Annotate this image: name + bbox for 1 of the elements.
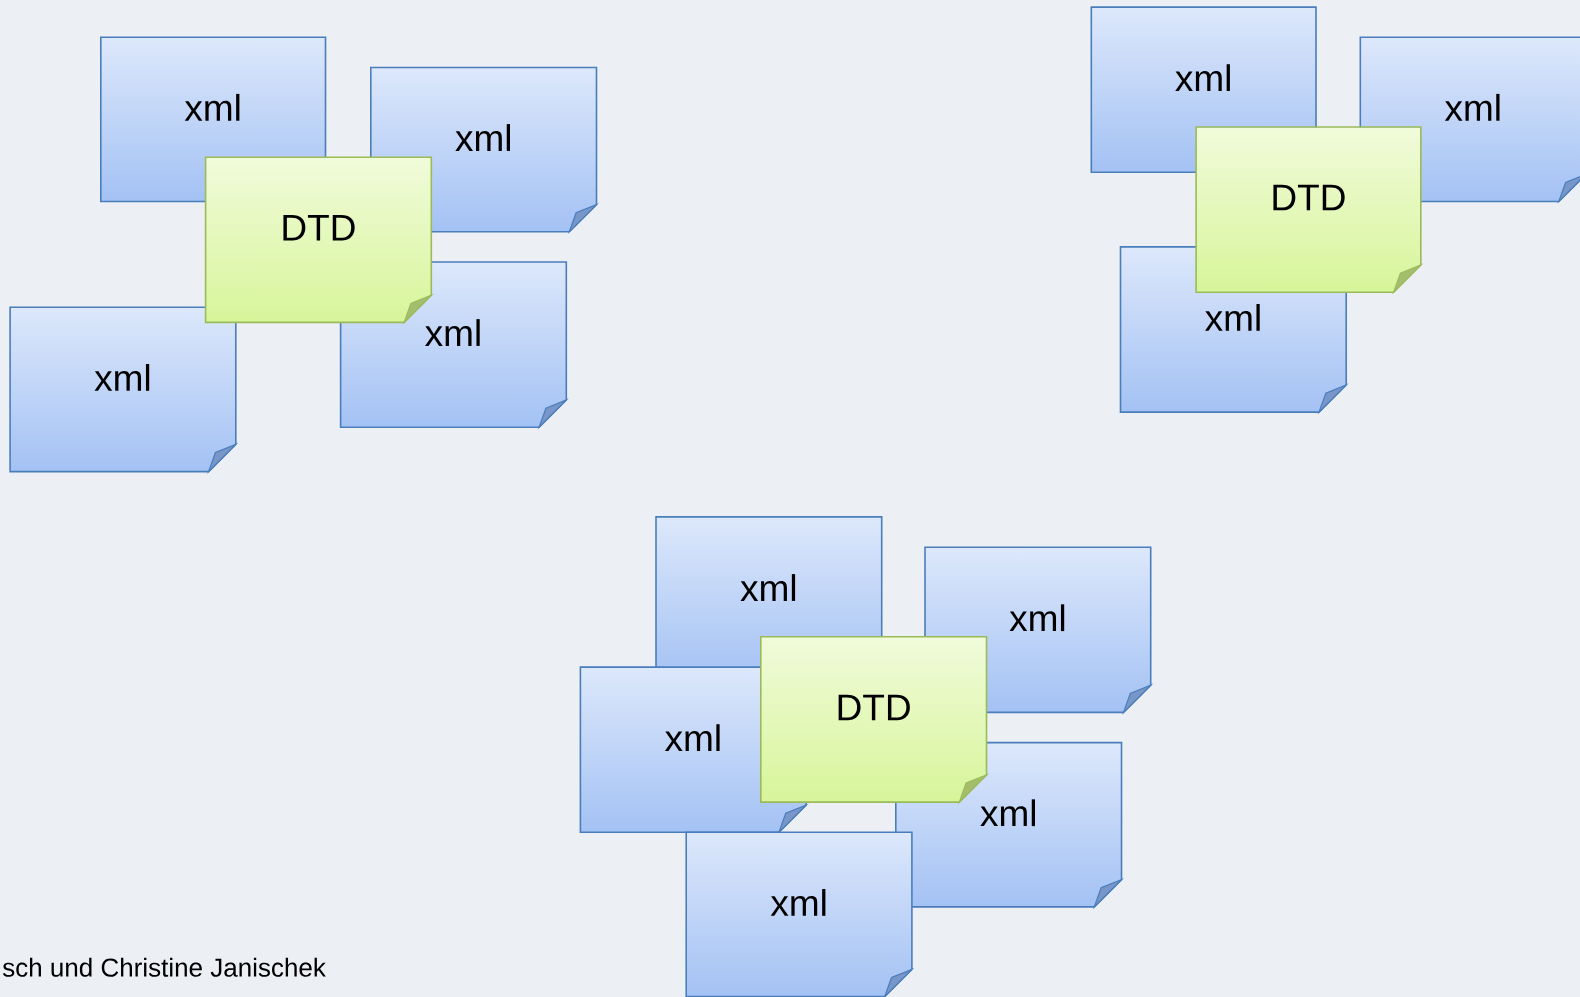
credit-text: sch und Christine Janischek (2, 957, 326, 977)
